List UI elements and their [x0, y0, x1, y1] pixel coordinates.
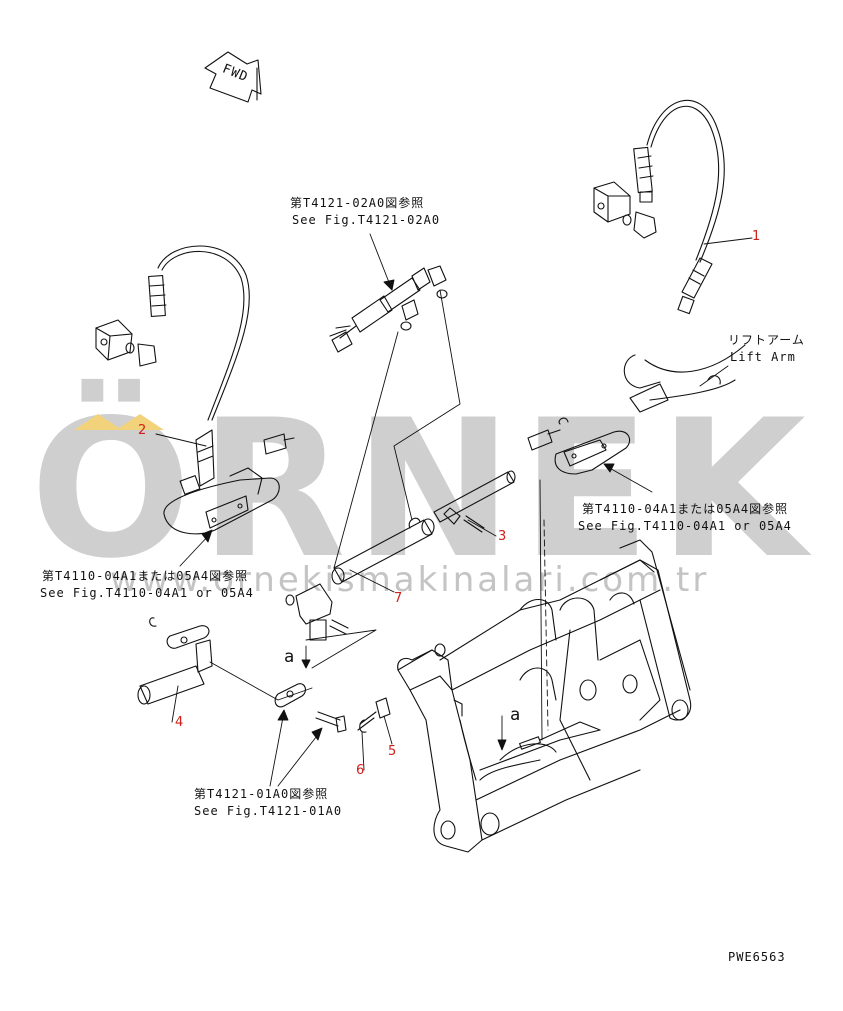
- ref-t4110-left-en: See Fig.T4110-04A1 or 05A4: [40, 586, 254, 600]
- bracket-left: [163, 433, 295, 535]
- callout-2: 2: [138, 423, 147, 438]
- leader-lines: [155, 233, 753, 787]
- valve-fittings: [329, 265, 448, 353]
- ref-t4121-01a0-jp: 第T4121-01A0図参照: [194, 787, 329, 801]
- watermark-accent-icon: [74, 414, 122, 430]
- lift-arm-section: [623, 344, 746, 413]
- view-marker-a: a: [510, 705, 522, 725]
- ref-t4121-01a0-en: See Fig.T4121-01A0: [194, 804, 343, 818]
- lock-plate-and-bolts: [274, 683, 391, 733]
- view-marker-a: a: [284, 647, 296, 667]
- callout-5: 5: [388, 744, 397, 759]
- hose-assembly-2: [95, 245, 250, 495]
- callout-3: 3: [498, 529, 507, 544]
- lift-arm-jp: リフトアーム: [728, 333, 805, 347]
- callout-7: 7: [394, 591, 403, 606]
- watermark-accent-icon: [116, 414, 164, 430]
- callout-6: 6: [356, 763, 365, 778]
- drawing-code: PWE6563: [728, 950, 786, 964]
- ref-t4121-02a0-jp: 第T4121-02A0図参照: [290, 196, 425, 210]
- bracket-right: [527, 417, 631, 475]
- hydraulic-cylinder-7: [285, 470, 516, 641]
- ref-t4110-left-jp: 第T4110-04A1または05A4図参照: [42, 569, 249, 583]
- callout-1: 1: [752, 229, 761, 244]
- lift-arm-en: Lift Arm: [730, 350, 796, 364]
- quick-coupler-frame: [397, 539, 692, 853]
- ref-t4121-02a0-en: See Fig.T4121-02A0: [292, 213, 441, 227]
- pin-4: [137, 617, 213, 705]
- hose-assembly-1: [593, 99, 725, 315]
- ref-t4110-right-jp: 第T4110-04A1または05A4図参照: [582, 502, 789, 516]
- callout-4: 4: [175, 715, 184, 730]
- forward-arrow-icon: [204, 51, 262, 103]
- ref-t4110-right-en: See Fig.T4110-04A1 or 05A4: [578, 519, 792, 533]
- watermark-url: www.ornekismakinalari.com.tr: [110, 560, 710, 600]
